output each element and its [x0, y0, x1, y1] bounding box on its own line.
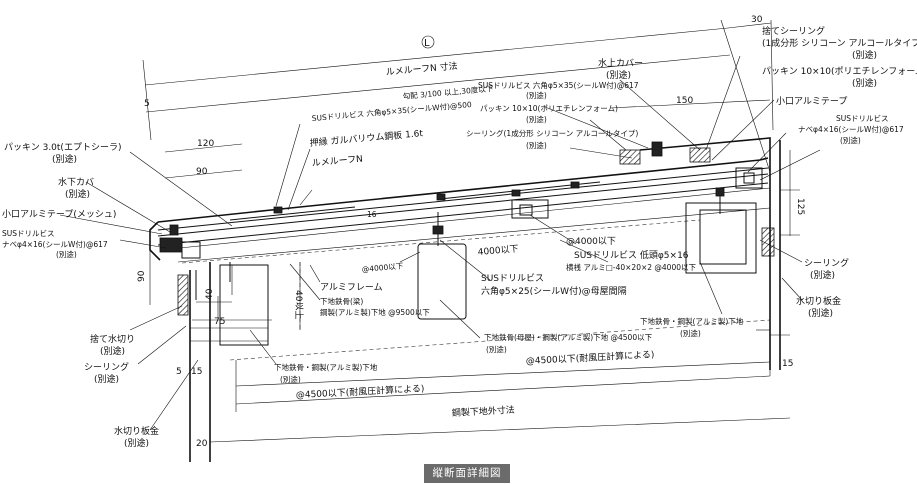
dim-120: 120	[197, 139, 214, 149]
right-sealing	[761, 227, 775, 257]
label-betto-17: (別途)	[280, 374, 301, 384]
label-betto-1: (別途)	[52, 153, 77, 165]
label-sutesealing-1: 捨てシーリング	[762, 25, 825, 37]
label-packing-poly-right: パッキン 10×10(ポリエチレンフォーム)	[762, 66, 917, 77]
label-shitaji-hari-2: 鋼製(アルミ製)下地 @9500以下	[320, 307, 430, 317]
right-purlin	[685, 202, 757, 274]
label-at4500-mid: @4500以下(耐風圧計算による)	[526, 348, 655, 367]
dim-5-lower: 5	[176, 367, 182, 377]
label-betto-13: (別途)	[680, 328, 701, 338]
label-mizukiri-right: 水切り板金	[796, 295, 841, 307]
label-shitaji-moya: 下地鉄骨(母屋)・鋼製(アルミ製)下地 @4500以下	[484, 332, 653, 342]
dim-90-side: 90	[137, 270, 147, 282]
label-betto-6: (別途)	[526, 140, 547, 150]
label-betto-16: (別途)	[94, 373, 119, 385]
label-betto-15: (別途)	[100, 345, 125, 357]
label-sealing-mid: シーリング(1成分形 シリコーン アルコールタイプ)	[466, 128, 638, 138]
label-mizukiri-left: 水切り板金	[114, 425, 159, 437]
label-sus-nabe-r2: ナベφ4×16(シールW付)@617	[798, 124, 904, 134]
label-4000ika: 4000以下	[477, 244, 519, 258]
dim-150: 150	[676, 96, 693, 106]
label-betto-9: (別途)	[852, 77, 877, 89]
label-packing-ept: パッキン 3.0t(エプトシーラ)	[4, 142, 121, 153]
label-yokoshi: 横桟 アルミ□-40×20×2 @4000以下	[566, 262, 696, 272]
label-betto-14: (別途)	[486, 344, 507, 354]
label-sus-nabe-r1: SUSドリルビス	[836, 114, 889, 123]
dim-l: L	[424, 38, 430, 49]
dim-40: 40	[205, 288, 215, 300]
label-betto-12: (別途)	[808, 307, 833, 319]
dim-16: 16	[367, 210, 377, 219]
right-packing-2	[689, 147, 711, 163]
lumeroof-dim-label: ルメルーフN 寸法	[385, 60, 458, 78]
center-purlin-1	[417, 243, 467, 320]
left-bracket	[159, 237, 183, 253]
dim-75: 75	[214, 317, 225, 327]
left-sealing-block	[177, 274, 189, 316]
label-at4000-b: @4000以下	[361, 261, 404, 274]
label-sus-teitou: SUSドリルビス 低頭φ5×16	[574, 249, 689, 261]
label-shitaji-right: 下地鉄骨・鋼製(アルミ製)下地	[640, 316, 744, 326]
label-betto-18: (別途)	[124, 437, 149, 449]
label-kousei-gaisun: 鋼製下地外寸法	[452, 404, 516, 419]
label-betto-3: (別途)	[56, 249, 77, 259]
label-betto-11: (別途)	[810, 269, 835, 281]
yokoshi-bar	[511, 199, 549, 219]
ridge-tape-block	[735, 167, 763, 189]
label-betto-8: (別途)	[852, 49, 877, 61]
label-betto-10: (別途)	[840, 135, 861, 145]
label-sealing-left: シーリング	[84, 361, 129, 373]
label-oshibuchi: 押縁 ガルバリウム鋼板 1.6t	[309, 127, 424, 149]
center-purlins	[273, 181, 757, 320]
label-mizukami: 水上カバー	[598, 57, 643, 69]
label-lumeroof: ルメルーフN	[311, 155, 363, 169]
dim-5: 5	[144, 99, 150, 109]
label-koguchi-mesh: 小口アルミテープ(メッシュ)	[2, 209, 116, 220]
label-shitaji-hari-1: 下地鉄骨(梁)	[320, 296, 363, 306]
left-eave-assembly	[149, 221, 269, 462]
dimension-lines: 120 90 150 125 90 40 75 40以上 5 15 15 20 …	[137, 96, 805, 449]
leader-lines	[59, 55, 821, 431]
label-betto-2: (別途)	[65, 188, 90, 200]
label-sus-25-1: SUSドリルビス	[481, 273, 544, 284]
label-packing-poly-mid: パッキン 10×10(ポリエチレンフォーム)	[480, 104, 618, 113]
dim-15-lower: 15	[191, 367, 202, 377]
label-at4500-left: @4500以下(耐風圧計算による)	[296, 382, 425, 401]
label-koguchi-right: 小口アルミテープ	[776, 96, 847, 107]
dim-15-right: 15	[782, 359, 793, 369]
roof-panel	[157, 157, 771, 361]
l-mark-circle	[421, 35, 435, 49]
dim-20: 20	[196, 439, 208, 449]
label-mizushita: 水下カバ	[58, 176, 94, 188]
left-purlin	[219, 264, 269, 346]
label-sutesealing-2: (1成分形 シリコーン アルコールタイプ)	[762, 37, 917, 49]
label-sus-nabe-l1: SUSドリルビス	[2, 229, 55, 238]
label-alumi-frame: アルミフレーム	[320, 282, 383, 293]
label-sus-25-2: 六角φ5×25(シールW付)@母屋間隔	[481, 285, 627, 297]
dim-90-top: 90	[196, 167, 208, 177]
dim-30: 30	[751, 15, 763, 25]
label-shitaji-left: 下地鉄骨・鋼製(アルミ製)下地	[274, 362, 378, 372]
label-at4000-a: @4000以下	[566, 237, 616, 247]
label-betto-7: (別途)	[606, 69, 631, 81]
label-sus-617-top: SUSドリルビス 六角φ5×35(シールW付)@617	[478, 80, 639, 90]
annotations: 勾配 3/100 以上,30度以下 SUSドリルビス 六角φ5×35(シールW付…	[2, 25, 917, 449]
right-packing-1	[619, 149, 641, 165]
label-betto-5: (別途)	[526, 114, 547, 124]
label-sealing-right: シーリング	[804, 257, 849, 269]
drawing-caption: 縦断面詳細図	[424, 464, 510, 483]
dim-40ika: 40以上	[293, 290, 304, 319]
label-sus-500: SUSドリルビス 六角φ5×35(シールW付)@500	[311, 99, 472, 123]
label-sutemizukiri: 捨て水切り	[90, 333, 135, 345]
label-betto-4: (別途)	[526, 90, 547, 100]
label-sus-nabe-l2: ナベφ4×16(シールW付)@617	[2, 239, 108, 249]
dim-125: 125	[795, 198, 805, 215]
